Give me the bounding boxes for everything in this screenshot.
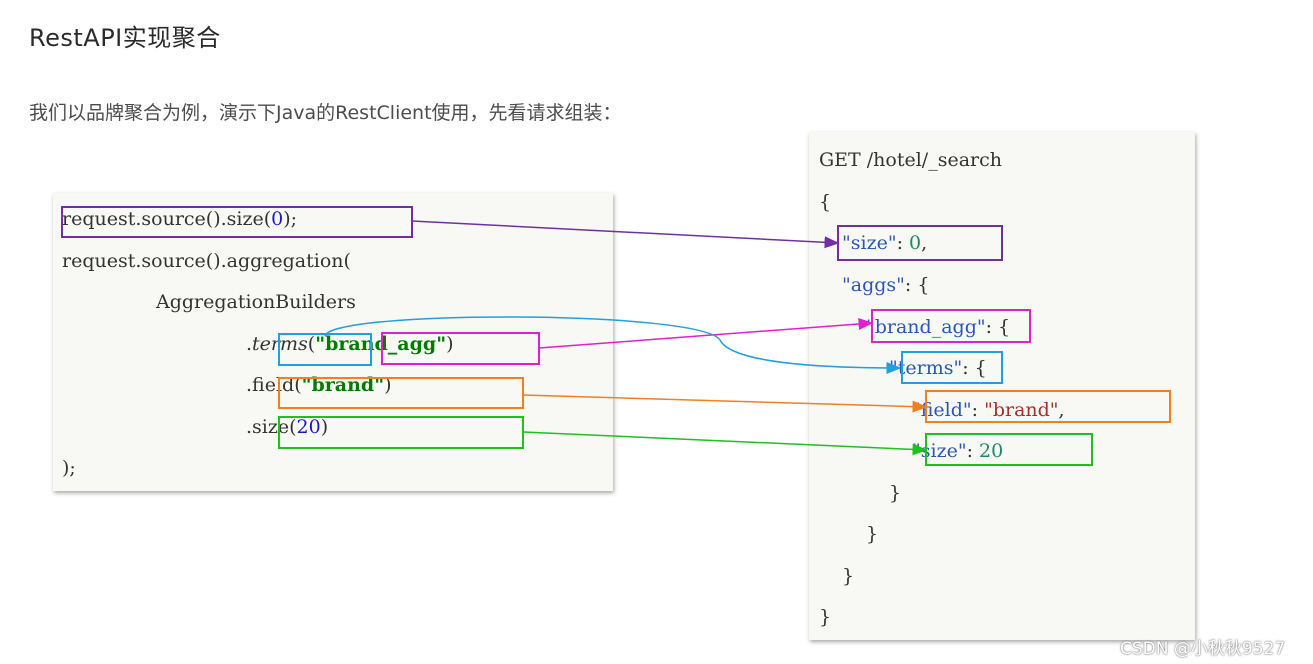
json-field-line: "field": "brand", bbox=[912, 399, 1065, 421]
json-code-block: GET /hotel/_search { "size": 0, "aggs": … bbox=[809, 132, 1195, 640]
java-line-builders: AggregationBuilders bbox=[156, 291, 356, 313]
json-open-brace: { bbox=[819, 191, 832, 213]
page-title: RestAPI实现聚合 bbox=[29, 24, 221, 52]
json-close-aggs: } bbox=[842, 565, 855, 587]
intro-text: 我们以品牌聚合为例，演示下Java的RestClient使用，先看请求组装： bbox=[29, 102, 622, 124]
json-terms-line: "terms": { bbox=[889, 357, 987, 379]
java-line-close: ); bbox=[62, 457, 76, 479]
json-close-terms: } bbox=[889, 482, 902, 504]
json-size-line: "size": 0, bbox=[842, 232, 928, 254]
java-line-inner-size: .size(20) bbox=[246, 416, 329, 438]
java-line-size: request.source().size(0); bbox=[62, 208, 298, 230]
java-line-terms: .terms("brand_agg") bbox=[246, 333, 454, 355]
json-brand-agg-line: "brand_agg": { bbox=[866, 316, 1011, 338]
watermark: CSDN @小秋秋9527 bbox=[1120, 639, 1286, 659]
json-close-brand-agg: } bbox=[866, 523, 879, 545]
json-request-line: GET /hotel/_search bbox=[819, 149, 1002, 171]
java-code-block: request.source().size(0); request.source… bbox=[53, 193, 613, 491]
json-close-brace: } bbox=[819, 606, 832, 628]
json-inner-size-line: "size": 20 bbox=[912, 440, 1004, 462]
json-aggs-line: "aggs": { bbox=[842, 274, 930, 296]
java-line-field: .field("brand") bbox=[246, 374, 392, 396]
java-line-aggregation: request.source().aggregation( bbox=[62, 250, 351, 272]
